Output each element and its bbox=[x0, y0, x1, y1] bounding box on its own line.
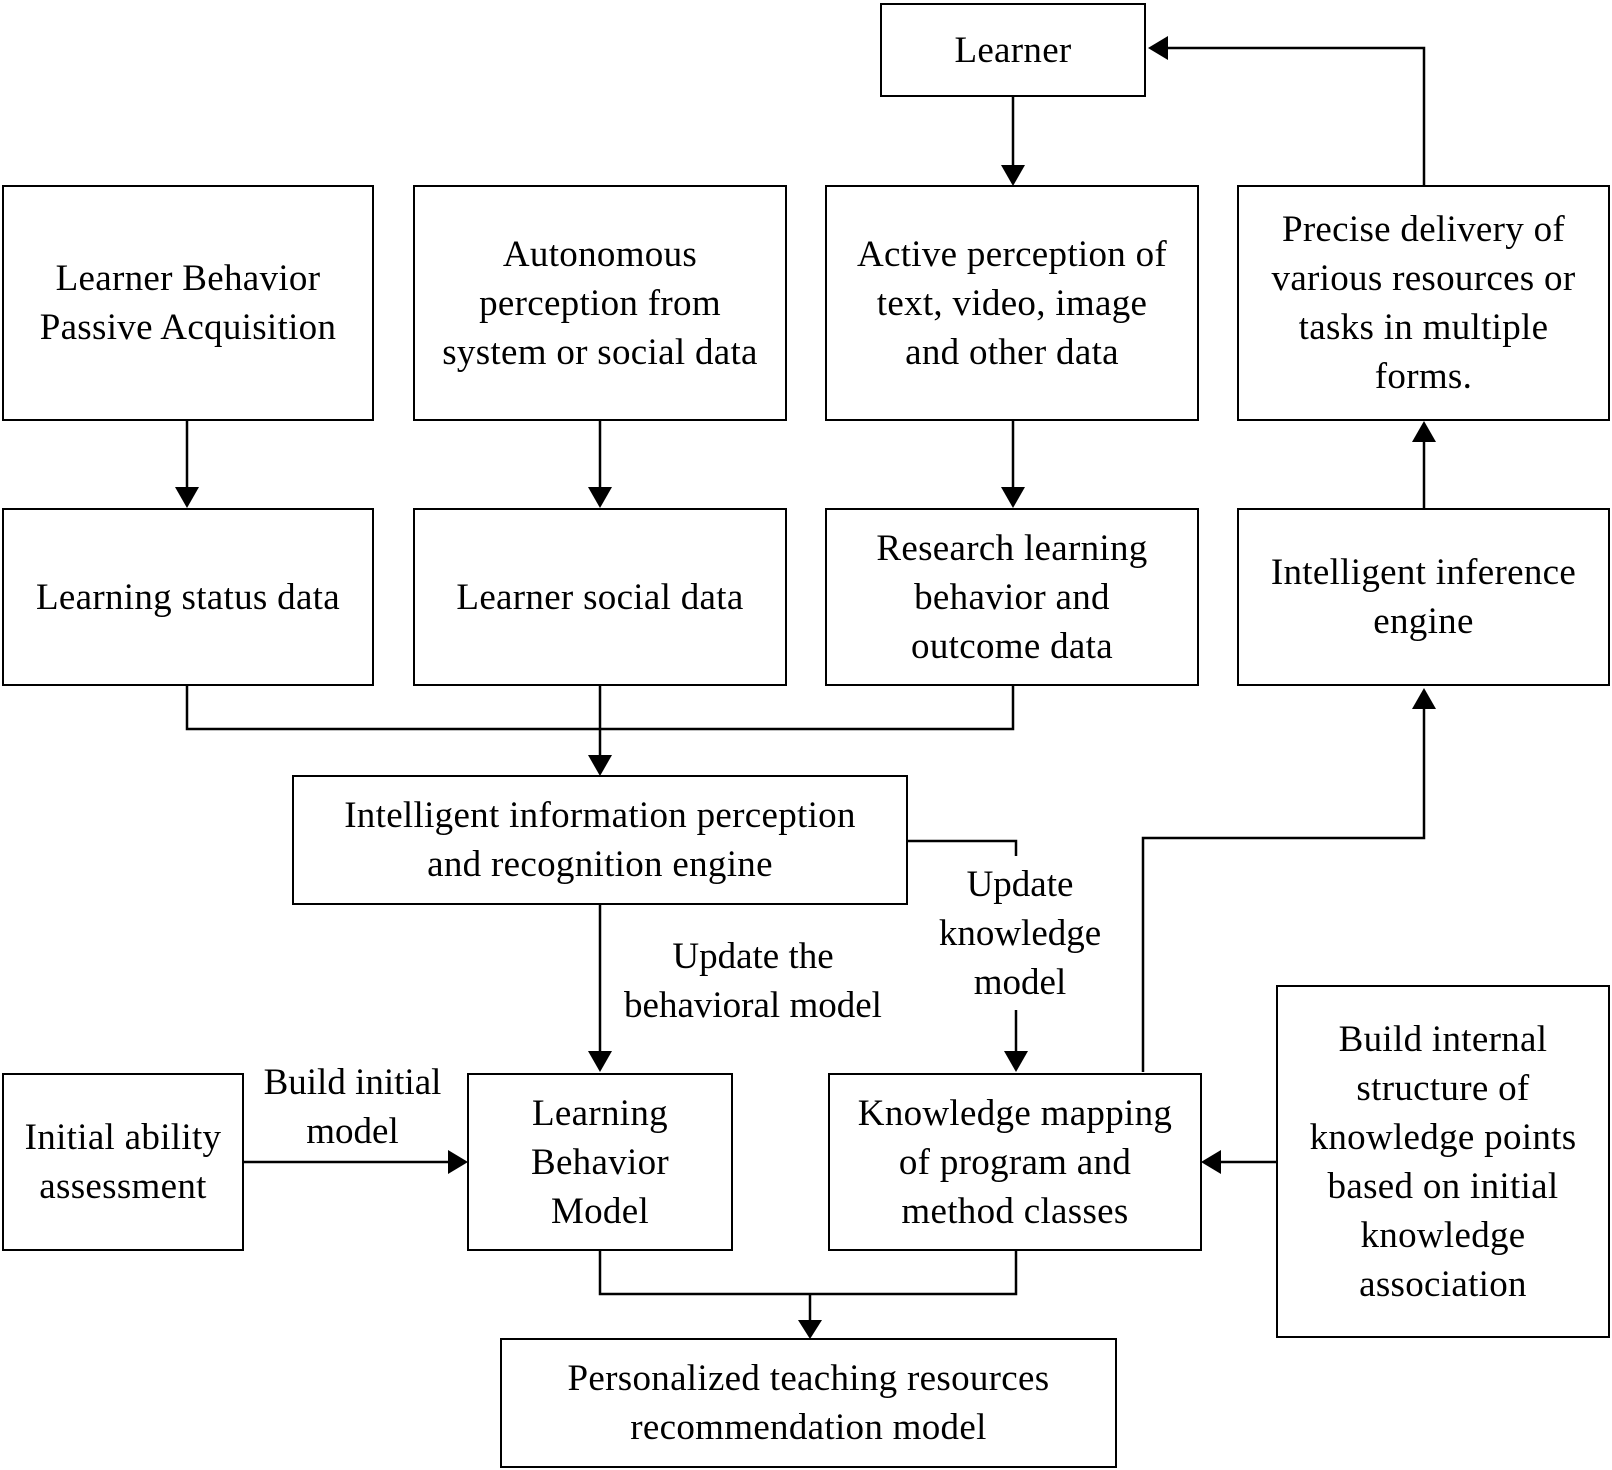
arrow-knowledge-to-inference bbox=[1141, 705, 1426, 1072]
learner-social-box: Learner social data bbox=[413, 508, 787, 686]
active-perception-box: Active perception of text, video, image … bbox=[825, 185, 1199, 421]
passive-acquisition-box: Learner Behavior Passive Acquisition bbox=[2, 185, 374, 421]
arrowhead bbox=[1201, 1150, 1221, 1174]
research-behavior-box: Research learning behavior and outcome d… bbox=[825, 508, 1199, 686]
inference-engine-label: Intelligent inference engine bbox=[1270, 552, 1577, 642]
autonomous-perception-label: Autonomous perception from system or soc… bbox=[442, 233, 758, 373]
arrowhead bbox=[1412, 421, 1436, 442]
autonomous-perception-box: Autonomous perception from system or soc… bbox=[413, 185, 787, 421]
arrowhead bbox=[1148, 36, 1168, 60]
recommendation-model-label: Personalized teaching resources recommen… bbox=[567, 1358, 1050, 1448]
internal-structure-box: Build internal structure of knowledge po… bbox=[1276, 985, 1610, 1338]
passive-acquisition-label: Learner Behavior Passive Acquisition bbox=[39, 258, 337, 348]
arrowhead bbox=[588, 1051, 612, 1072]
learning-status-box: Learning status data bbox=[2, 508, 374, 686]
learner-box: Learner bbox=[880, 3, 1146, 97]
arrowhead bbox=[175, 487, 199, 508]
arrowhead bbox=[1001, 165, 1025, 186]
learner-label: Learner bbox=[954, 29, 1072, 71]
arrowhead bbox=[448, 1150, 468, 1174]
arrowhead bbox=[588, 487, 612, 508]
learning-status-label: Learning status data bbox=[36, 576, 340, 618]
arrowhead bbox=[588, 755, 612, 776]
precise-delivery-box: Precise delivery of various resources or… bbox=[1237, 185, 1610, 421]
knowledge-mapping-box: Knowledge mapping of program and method … bbox=[828, 1073, 1202, 1251]
initial-ability-box: Initial ability assessment bbox=[2, 1073, 244, 1251]
behavior-model-label: Learning Behavior Model bbox=[530, 1092, 670, 1232]
arrowhead bbox=[1004, 1051, 1028, 1072]
update-behavioral-label: Update the behavioral model bbox=[624, 936, 882, 1026]
arrowhead bbox=[1001, 487, 1025, 508]
active-perception-label: Active perception of text, video, image … bbox=[856, 233, 1168, 373]
arrow-precise-to-learner bbox=[1165, 46, 1426, 185]
internal-structure-label: Build internal structure of knowledge po… bbox=[1309, 1018, 1577, 1305]
arrowhead bbox=[798, 1320, 822, 1339]
learner-social-label: Learner social data bbox=[456, 576, 744, 618]
initial-ability-label: Initial ability assessment bbox=[24, 1117, 222, 1207]
research-behavior-label: Research learning behavior and outcome d… bbox=[876, 527, 1148, 667]
precise-delivery-label: Precise delivery of various resources or… bbox=[1271, 209, 1576, 397]
recommendation-model-box: Personalized teaching resources recommen… bbox=[500, 1338, 1117, 1468]
perception-engine-label: Intelligent information perception and r… bbox=[344, 795, 856, 885]
arrowhead bbox=[1412, 688, 1436, 709]
line-engine-to-knowledge-a bbox=[907, 839, 1018, 856]
knowledge-mapping-label: Knowledge mapping of program and method … bbox=[857, 1092, 1173, 1232]
behavior-model-box: Learning Behavior Model bbox=[467, 1073, 733, 1251]
build-initial-label: Build initial model bbox=[263, 1062, 442, 1152]
update-knowledge-label: Update knowledge model bbox=[938, 864, 1102, 1003]
inference-engine-box: Intelligent inference engine bbox=[1237, 508, 1610, 686]
merge-line-models bbox=[598, 1250, 1018, 1296]
perception-engine-box: Intelligent information perception and r… bbox=[292, 775, 908, 905]
